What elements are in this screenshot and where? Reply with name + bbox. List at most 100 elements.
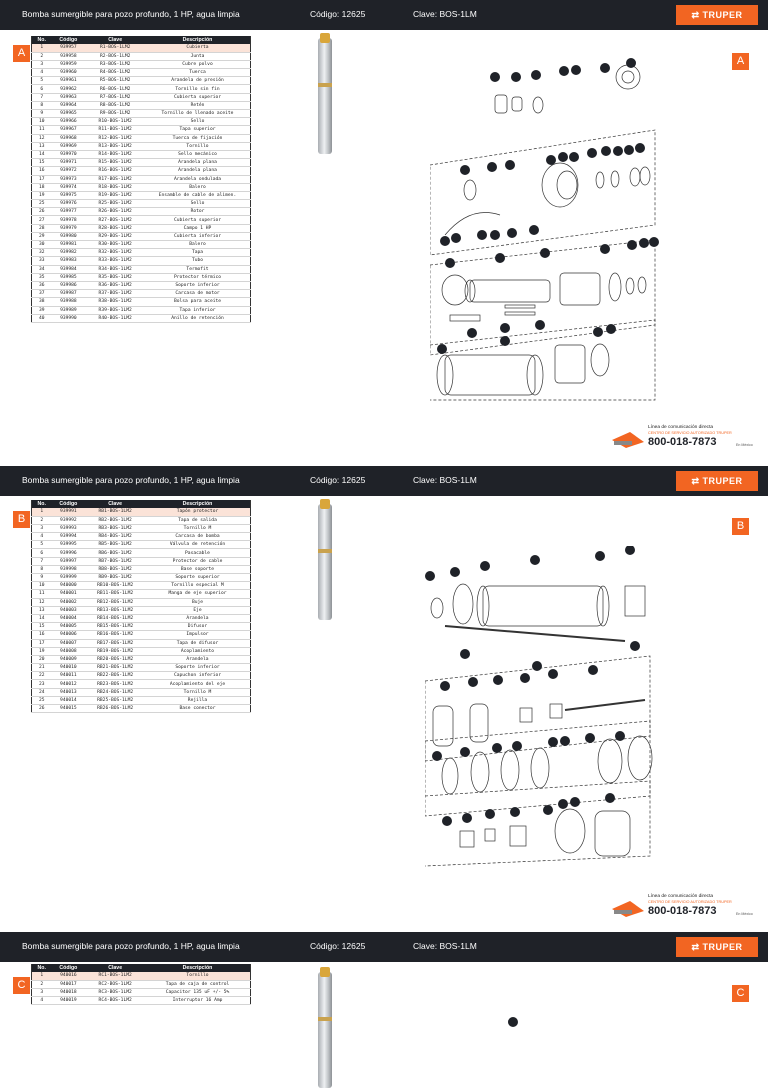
table-cell: 939993 <box>51 524 86 534</box>
table-cell: R40-BOS-1LM2 <box>85 314 145 323</box>
table-cell: RC3-BOS-1LM2 <box>85 988 145 998</box>
pump-photo <box>318 33 332 154</box>
table-cell: RB12-BOS-1LM2 <box>85 598 145 607</box>
table-cell: 940007 <box>51 639 86 648</box>
table-cell: Soporte inferior <box>144 663 251 673</box>
table-cell: 939960 <box>51 68 86 78</box>
table-cell: Arandela <box>144 614 251 624</box>
table-cell: Acoplamiento del eje <box>144 679 251 689</box>
sheet-a: Bomba sumergible para pozo profundo, 1 H… <box>0 0 768 466</box>
section-badge-left: A <box>13 45 30 62</box>
table-cell: 16 <box>31 166 52 176</box>
table-cell: Válvula de retención <box>144 540 251 550</box>
product-code: Código: 12625 <box>310 475 366 485</box>
header-bar: Bomba sumergible para pozo profundo, 1 H… <box>0 466 768 496</box>
table-cell: 12 <box>31 598 52 607</box>
header-bar: Bomba sumergible para pozo profundo, 1 H… <box>0 0 768 30</box>
table-cell: 939965 <box>51 109 86 119</box>
table-cell: 940019 <box>51 996 86 1006</box>
table-cell: Tapa <box>145 248 251 258</box>
table-cell: 939971 <box>51 158 86 168</box>
table-cell: 939985 <box>51 273 86 282</box>
table-cell: RB24-BOS-1LM2 <box>85 688 145 697</box>
table-cell: 34 <box>31 265 52 274</box>
table-cell: 3 <box>31 524 52 534</box>
table-cell: 939987 <box>51 289 86 299</box>
table-cell: 13 <box>31 142 52 151</box>
table-cell: 13 <box>31 606 52 615</box>
table-cell: Arandela <box>144 655 251 665</box>
column-header: No. <box>31 500 52 508</box>
table-cell: R32-BOS-1LM2 <box>85 248 145 258</box>
table-cell: 939996 <box>51 548 86 558</box>
table-cell: Tornillo M <box>144 524 251 534</box>
product-key: Clave: BOS-1LM <box>413 475 477 485</box>
table-cell: 33 <box>31 256 52 266</box>
table-cell: R12-BOS-1LM2 <box>85 134 145 143</box>
table-cell: Impulsor <box>144 630 251 640</box>
table-cell: 939969 <box>51 142 86 151</box>
table-cell: Tornillo <box>145 142 251 151</box>
table-cell: Tuerca <box>145 68 251 78</box>
table-cell: RC4-BOS-1LM2 <box>85 996 145 1006</box>
table-cell: 36 <box>31 281 52 291</box>
table-cell: R19-BOS-1LM2 <box>85 191 145 201</box>
header-bar: Bomba sumergible para pozo profundo, 1 H… <box>0 932 768 962</box>
table-cell: Tuerca de fijación <box>145 134 251 143</box>
table-cell: 939999 <box>51 573 86 583</box>
table-cell: R38-BOS-1LM2 <box>85 297 145 307</box>
table-cell: Tornillo <box>145 972 251 981</box>
column-header: Código <box>51 500 86 508</box>
table-cell: 939967 <box>51 125 86 135</box>
table-cell: Sello mecánico <box>145 150 251 160</box>
service-hotline: Línea de comunicación directa CENTRO DE … <box>610 894 760 924</box>
truper-logo: ⇄ TRUPER <box>676 471 758 491</box>
table-cell: Tapa de salida <box>144 516 251 525</box>
table-cell: Arandela de presión <box>145 76 251 86</box>
table-cell: Eje <box>144 606 251 615</box>
table-cell: 939958 <box>51 52 86 61</box>
table-cell: 9 <box>31 573 52 583</box>
table-cell: Soporte superior <box>144 573 251 583</box>
section-badge-right: B <box>732 518 749 535</box>
section-badge-left: B <box>13 511 30 528</box>
table-cell: 940003 <box>51 606 86 615</box>
column-header: No. <box>31 36 52 44</box>
table-cell: Difusor <box>144 622 251 632</box>
table-cell: 1 <box>31 508 52 517</box>
truper-logo: ⇄ TRUPER <box>676 937 758 957</box>
table-cell: R5-BOS-1LM2 <box>85 76 145 86</box>
table-cell: Junta <box>145 52 251 61</box>
table-cell: R2-BOS-1LM2 <box>85 52 145 61</box>
table-cell: R11-BOS-1LM2 <box>85 125 145 135</box>
table-cell: 4 <box>31 532 52 542</box>
table-cell: 939968 <box>51 134 86 143</box>
table-cell: 39 <box>31 306 52 315</box>
phone-illustration-icon <box>612 432 644 448</box>
hotline-phone: 800-018-7873 <box>648 436 717 448</box>
table-cell: 11 <box>31 589 52 599</box>
table-cell: Soporte inferior <box>145 281 251 291</box>
table-cell: 27 <box>31 215 52 225</box>
table-cell: 940017 <box>51 980 86 989</box>
table-cell: Capacitor 135 uF +/- 5% <box>145 988 251 998</box>
table-cell: RB9-BOS-1LM2 <box>85 573 145 583</box>
table-cell: 25 <box>31 696 52 706</box>
table-cell: 939962 <box>51 84 86 94</box>
table-cell: R17-BOS-1LM2 <box>85 175 145 184</box>
table-cell: R1-BOS-1LM2 <box>85 44 145 53</box>
